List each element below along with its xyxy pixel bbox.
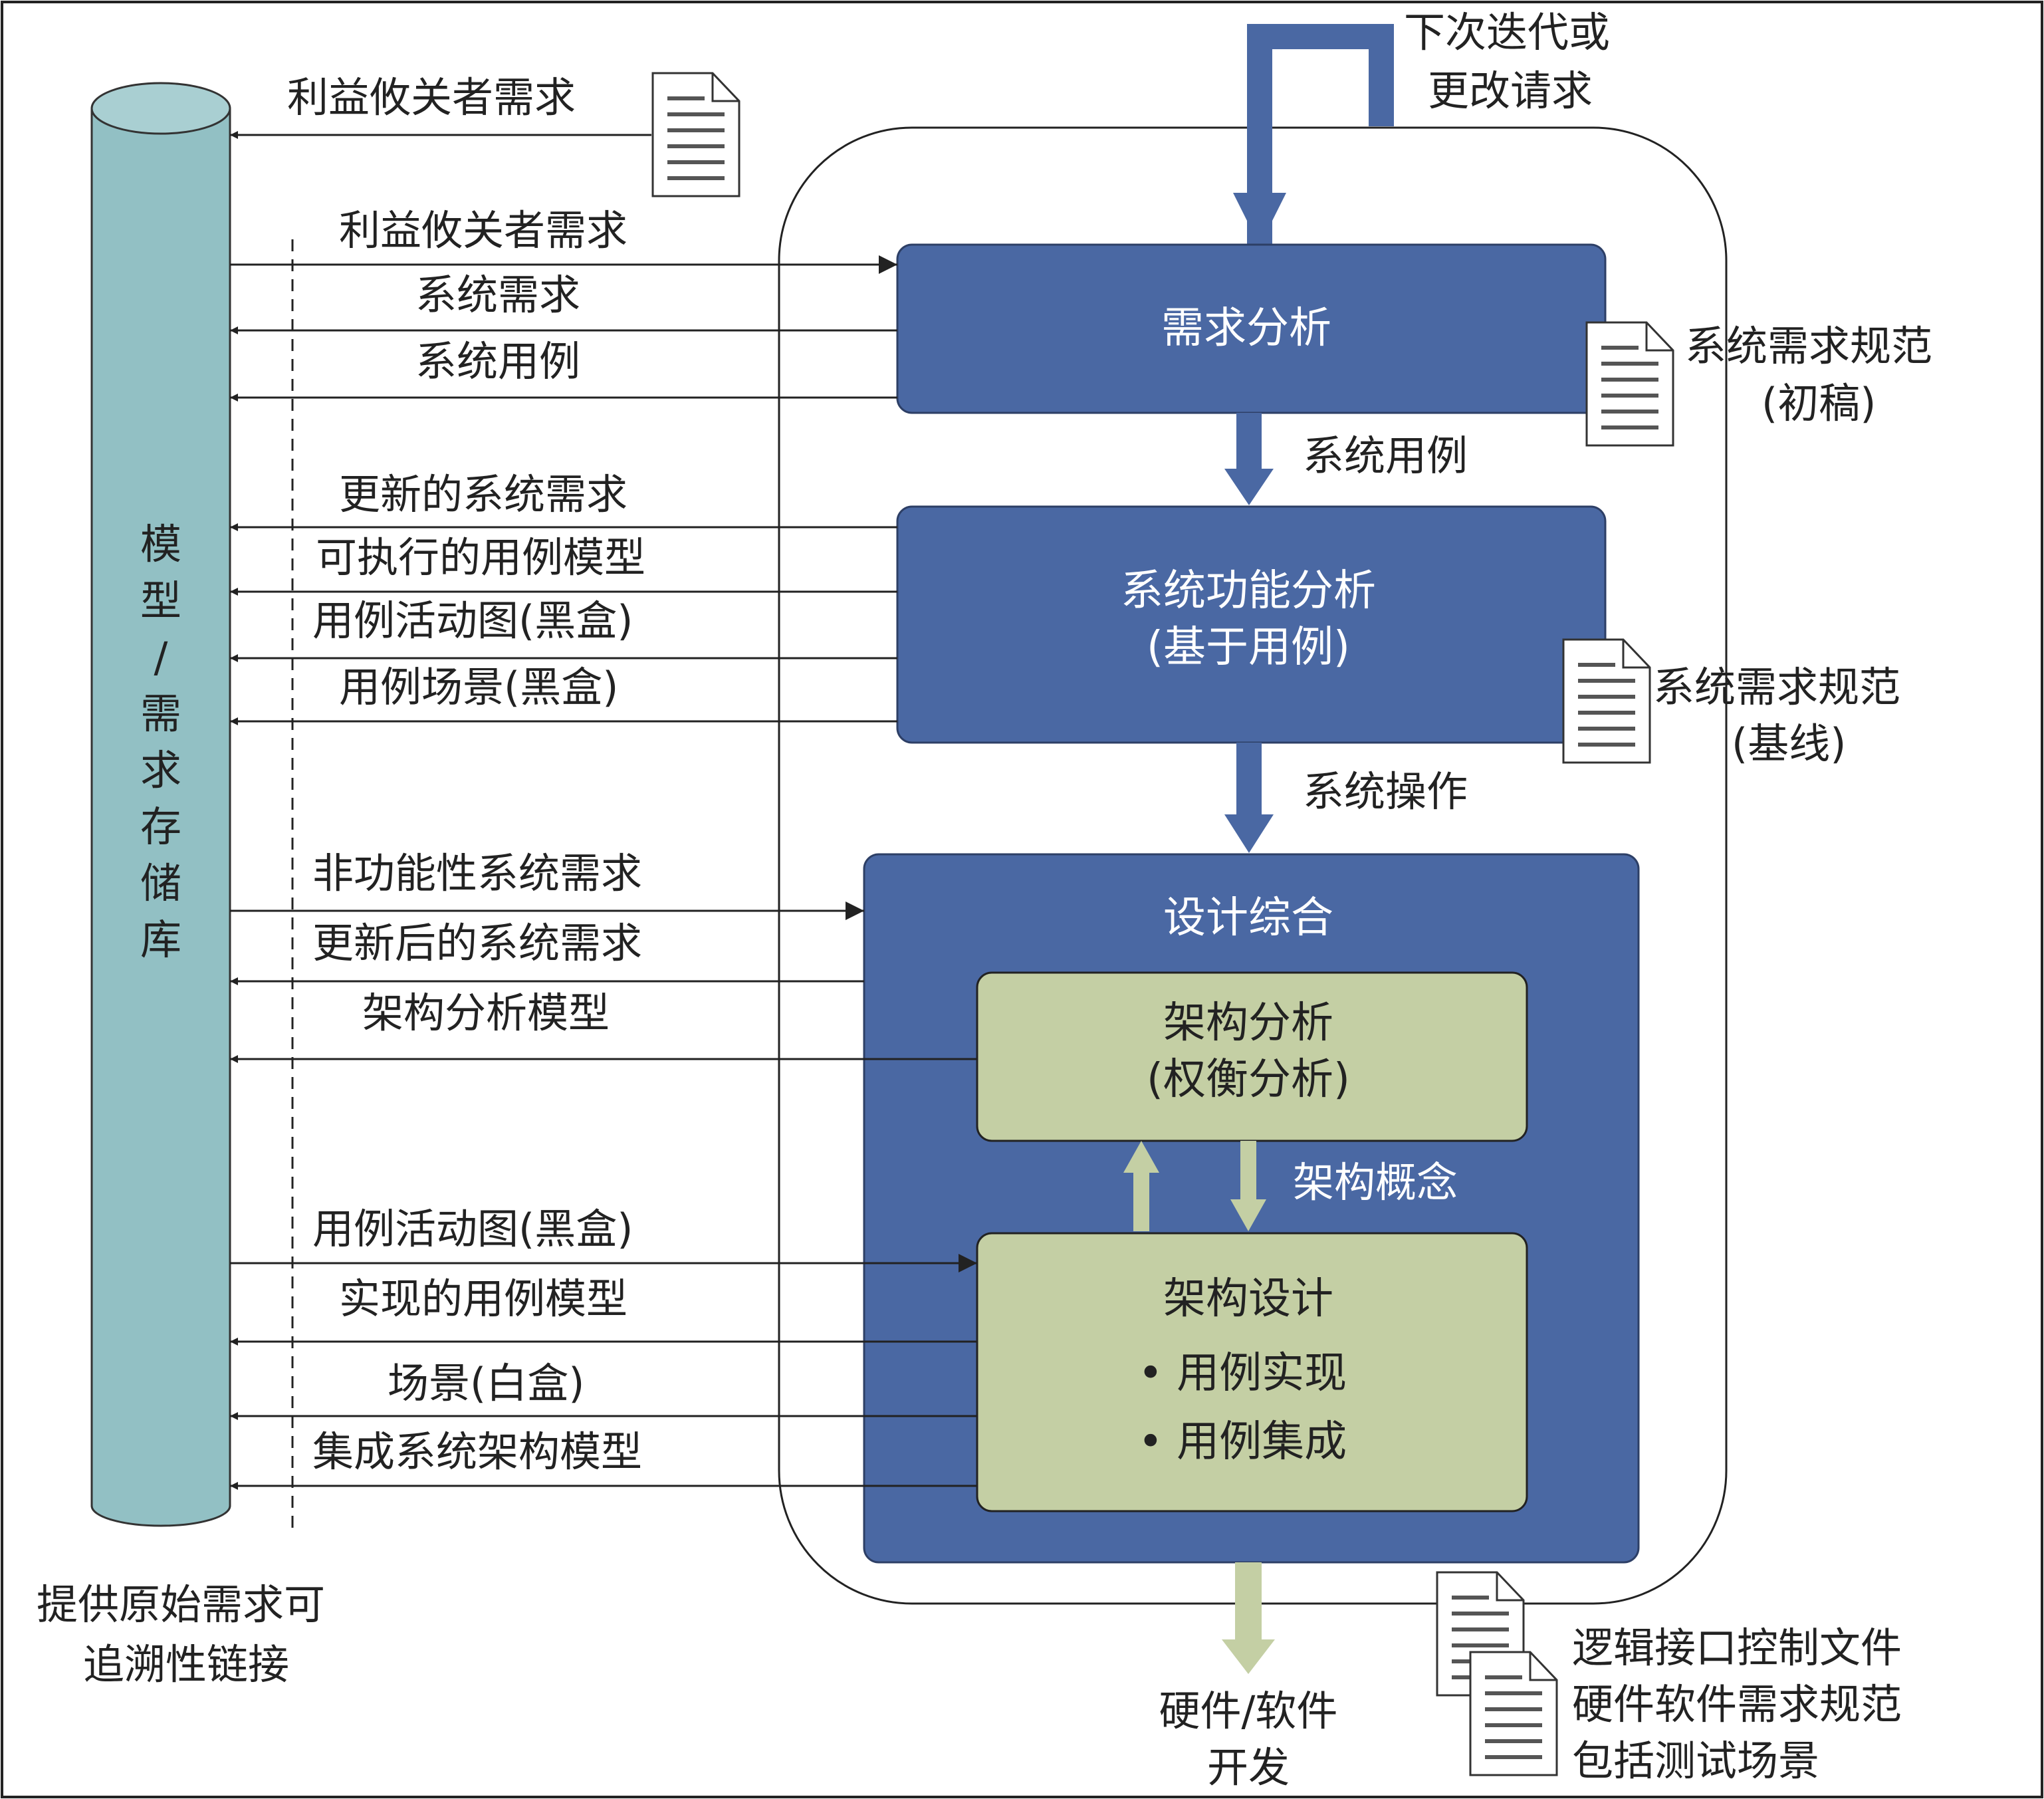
spec-baseline-label-line-1: 系统需求规范 — [1653, 663, 1900, 711]
functional-analysis-subtitle: (基于用例) — [1147, 623, 1350, 672]
functional-analysis-title: 系统功能分析 — [1121, 566, 1376, 616]
concept-arrow-head — [1230, 1199, 1266, 1231]
link-arrow-shaft — [1236, 743, 1262, 816]
feedback-arrow-shaft — [1133, 1171, 1149, 1231]
downstream-doc-label: 硬件软件需求规范 — [1572, 1680, 1902, 1729]
architecture-design-bullet: • 用例集成 — [1138, 1417, 1347, 1467]
downstream-label-line-2: 开发 — [1207, 1743, 1290, 1792]
iteration-arrow-head — [1233, 193, 1286, 246]
spec-draft-label-line-1: 系统需求规范 — [1685, 322, 1932, 370]
stakeholder-req-doc-label: 利益攸关者需求 — [287, 73, 576, 122]
flow-label: 实现的用例模型 — [339, 1274, 627, 1323]
repository-label-char: 模 — [140, 520, 181, 568]
flow-label: 非功能性系统需求 — [312, 849, 642, 898]
iteration-label-line-1: 下次迭代或 — [1404, 8, 1610, 57]
spec-baseline-label-line-2: (基线) — [1732, 719, 1846, 768]
flow-label: 场景(白盒) — [388, 1359, 584, 1407]
architecture-concept-label: 架构概念 — [1293, 1158, 1458, 1207]
feedback-arrow-head — [1123, 1141, 1159, 1173]
downstream-label-line-1: 硬件/软件 — [1159, 1687, 1338, 1735]
repository-note-line-2: 追溯性链接 — [83, 1640, 289, 1689]
link-1-label: 系统用例 — [1303, 431, 1468, 480]
repository-label-char: 型 — [140, 576, 181, 625]
downstream-doc-label: 包括测试场景 — [1572, 1737, 1819, 1785]
concept-arrow-shaft — [1240, 1141, 1256, 1201]
document-icon — [1563, 640, 1650, 763]
architecture-analysis-subtitle: (权衡分析) — [1147, 1055, 1350, 1104]
document-icon — [1587, 322, 1673, 445]
architecture-design-bullet: • 用例实现 — [1138, 1349, 1347, 1398]
document-icon — [1470, 1652, 1557, 1775]
repository-note-line-1: 提供原始需求可 — [37, 1580, 325, 1629]
flow-label: 更新后的系统需求 — [312, 919, 642, 967]
architecture-design-title: 架构设计 — [1163, 1274, 1333, 1324]
requirements-analysis-title: 需求分析 — [1161, 304, 1331, 353]
design-synthesis-title: 设计综合 — [1163, 894, 1333, 943]
architecture-analysis-title: 架构分析 — [1163, 999, 1333, 1048]
flow-label: 系统用例 — [415, 337, 580, 386]
repository-label: 模 型 / 需 求 存 储 库 — [140, 520, 181, 964]
repository-cylinder — [90, 82, 231, 1527]
iteration-loop-arrow — [1247, 24, 1394, 246]
link-2-label: 系统操作 — [1303, 767, 1468, 816]
link-arrow-shaft — [1236, 413, 1262, 473]
downstream-doc-label: 逻辑接口控制文件 — [1572, 1623, 1902, 1672]
flow-label: 架构分析模型 — [362, 989, 610, 1037]
repository-label-char: 需 — [140, 689, 181, 738]
repository-label-char: 储 — [140, 859, 181, 907]
flow-label: 集成系统架构模型 — [312, 1427, 642, 1476]
flow-label: 可执行的用例模型 — [316, 533, 645, 582]
repository-label-char: / — [154, 633, 168, 681]
downstream-arrow-shaft — [1235, 1562, 1262, 1641]
iteration-label-line-2: 更改请求 — [1428, 66, 1593, 115]
repository-label-char: 库 — [140, 915, 181, 964]
downstream-arrow-head — [1222, 1639, 1275, 1674]
repository-label-char: 求 — [140, 746, 181, 794]
flow-label: 利益攸关者需求 — [339, 206, 627, 255]
document-icon — [653, 73, 739, 196]
spec-draft-label-line-2: (初稿) — [1761, 379, 1876, 427]
repository-label-char: 存 — [140, 802, 181, 851]
flow-label: 用例场景(黑盒) — [339, 663, 618, 711]
architecture-design-box[interactable] — [976, 1232, 1528, 1512]
flow-label: 用例活动图(黑盒) — [312, 596, 633, 645]
flow-label: 用例活动图(黑盒) — [312, 1205, 633, 1253]
flow-label: 更新的系统需求 — [339, 470, 627, 519]
link-arrow-head — [1224, 469, 1274, 505]
flow-label: 系统需求 — [415, 271, 580, 319]
link-arrow-head — [1224, 814, 1274, 853]
